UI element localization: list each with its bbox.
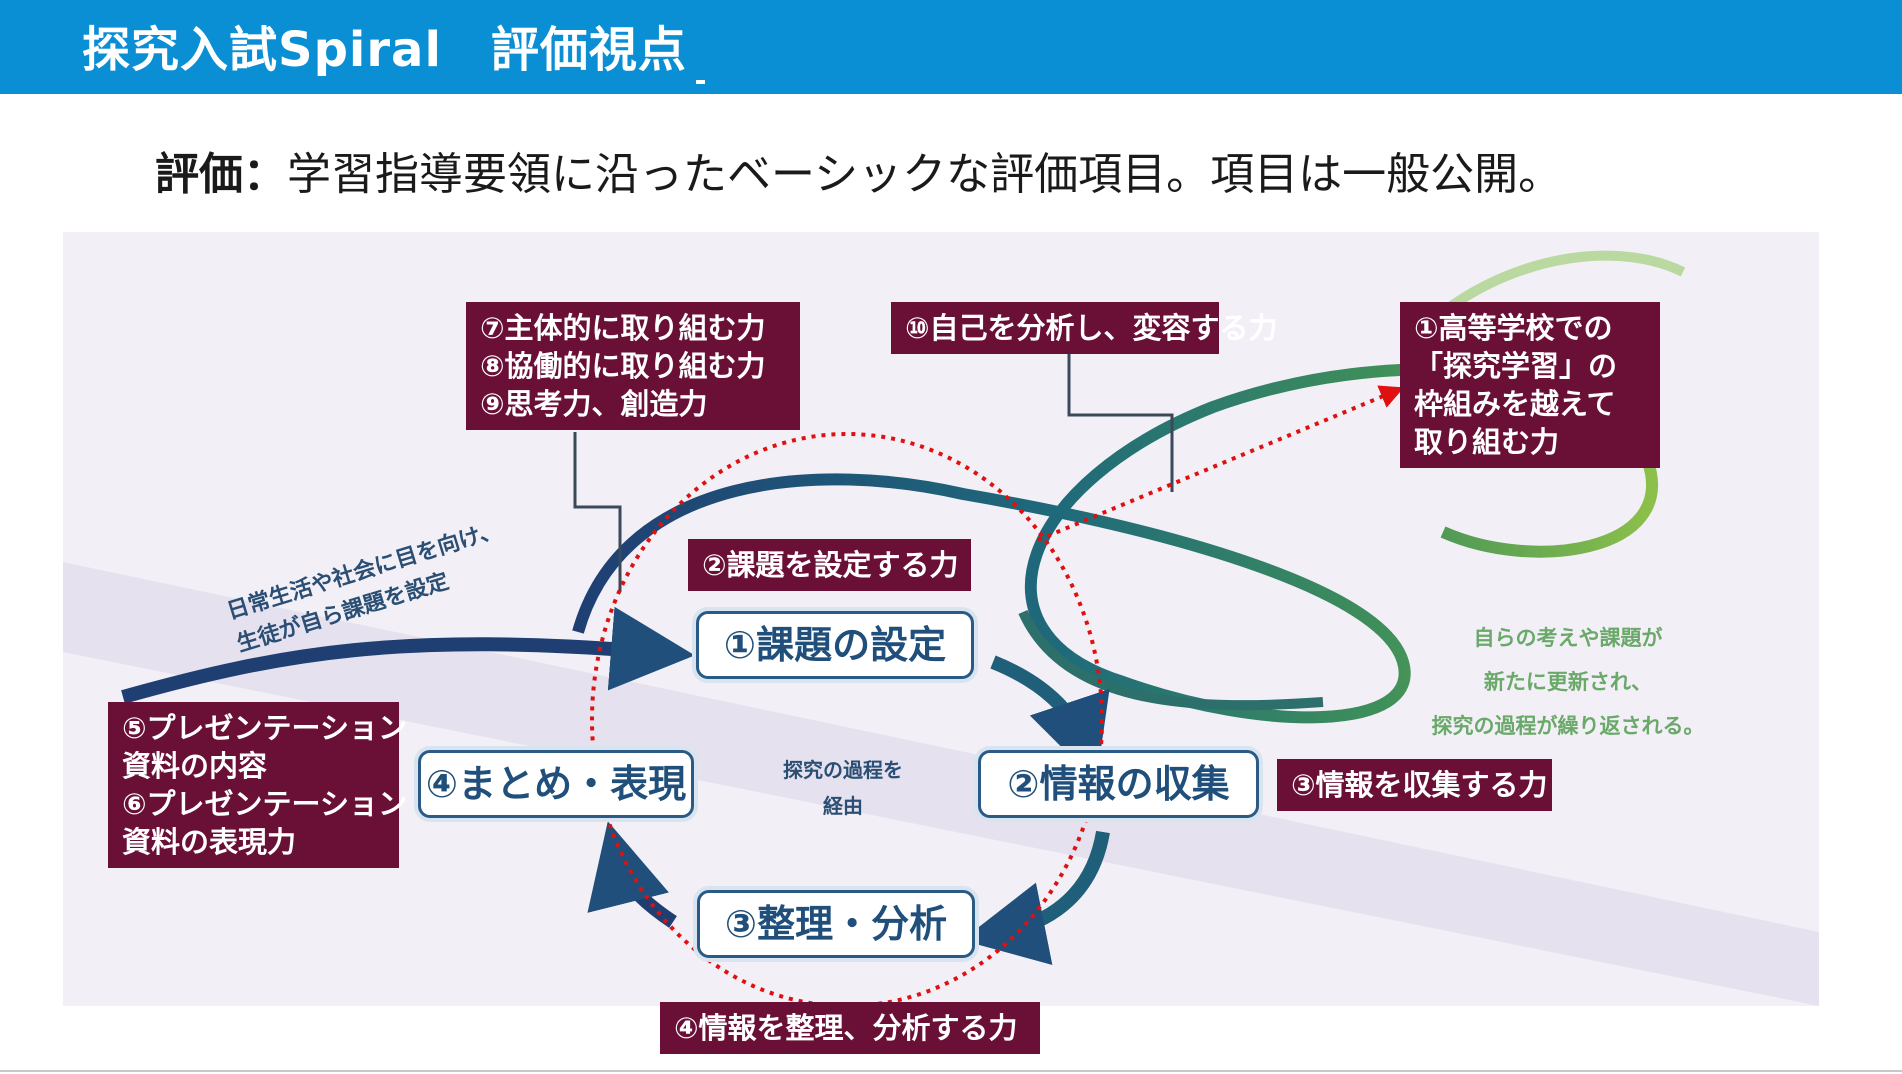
cycle-arrow-2-3: [961, 830, 1110, 965]
subtitle-text: 学習指導要領に沿ったベーシックな評価項目。項目は一般公開。: [287, 149, 1563, 200]
incoming-arrow: [121, 606, 695, 704]
cycle-arrow-3-4: [587, 821, 677, 928]
bottom-divider: [0, 1070, 1902, 1072]
stage-3-box: ③整理・分析: [697, 890, 975, 958]
connector-789: [573, 432, 622, 592]
cycle-arrow-1-2: [990, 655, 1110, 782]
label-56: ⑤プレゼンテーション 資料の内容 ⑥プレゼンテーション 資料の表現力: [108, 702, 407, 868]
header-bar: 探究入試Spiral 評価視点: [0, 0, 1902, 94]
label-10: ⑩自己を分析し、変容する力: [891, 302, 1278, 354]
subtitle-bold: 評価：: [155, 149, 287, 200]
stage-4-box: ④まとめ・表現: [418, 750, 694, 818]
header-mark: [696, 80, 705, 84]
dotted-arrow: [1037, 385, 1405, 542]
spiral-diagram: [63, 250, 1819, 1006]
subtitle: 評価：学習指導要領に沿ったベーシックな評価項目。項目は一般公開。: [155, 138, 1562, 202]
connector-10: [1067, 308, 1174, 492]
background-band: [63, 562, 1819, 1006]
stage-2-box: ②情報の収集: [978, 750, 1259, 818]
stage-2-label: ②情報の収集: [1007, 762, 1230, 806]
stage-4-label: ④まとめ・表現: [425, 762, 687, 806]
label-789: ⑦主体的に取り組む力 ⑧協働的に取り組む力 ⑨思考力、創造力: [466, 302, 800, 430]
label-4: ④情報を整理、分析する力: [660, 1002, 1040, 1054]
dotted-circle: [590, 432, 1104, 1006]
spiral-loop-2: [1018, 609, 1324, 711]
center-note: 探究の過程を 経由: [783, 758, 903, 818]
stage-1-box: ①課題の設定: [696, 611, 974, 679]
page-title: 探究入試Spiral 評価視点: [82, 22, 687, 78]
label-3: ③情報を収集する力: [1277, 759, 1552, 811]
stage-1-label: ①課題の設定: [723, 623, 947, 667]
label-1: ①高等学校での 「探究学習」の 枠組みを越えて 取り組む力: [1400, 302, 1660, 468]
stage-3-label: ③整理・分析: [724, 902, 948, 946]
cycle-repeat-note: 自らの考えや課題が 新たに更新され、 探究の過程が繰り返される。: [1431, 626, 1705, 738]
label-2: ②課題を設定する力: [688, 539, 971, 591]
spiral-top-arc: [1440, 250, 1686, 317]
